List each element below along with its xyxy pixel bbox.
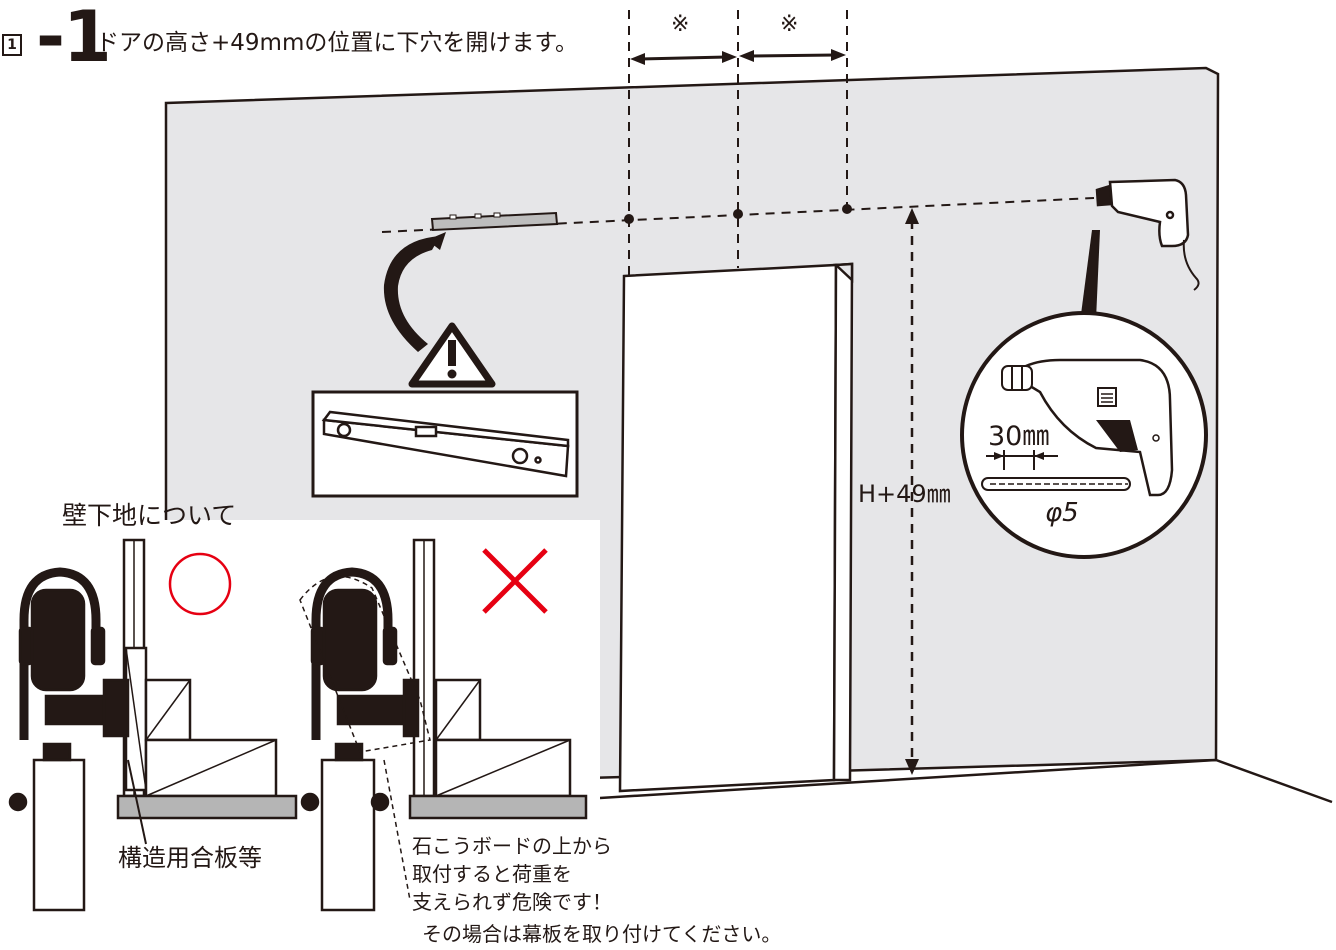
door [618, 262, 854, 793]
curved-arrow-head [427, 232, 446, 250]
step-number: -1 [36, 0, 112, 78]
hanger-wheel-icon [8, 567, 130, 912]
bad-case [299, 538, 588, 912]
floor-line [599, 758, 1333, 804]
plywood-label: 構造用合板等 [118, 844, 262, 872]
drill-bit-icon [981, 477, 1131, 491]
step-instruction: ドアの高さ+49mmの位置に下穴を開けます。 [96, 30, 579, 56]
drill-diameter-label: φ5 [1045, 498, 1079, 528]
warning-line-2: 取付すると荷重を [412, 862, 572, 886]
spirit-level-icon [321, 410, 570, 478]
guide-lines [628, 10, 848, 278]
good-case [8, 538, 298, 912]
spacing-mark-left: ※ [671, 12, 690, 37]
drill-detail [960, 311, 1208, 559]
warning-line-1: 石こうボードの上から [412, 834, 612, 858]
mitigation-note: その場合は幕板を取り付けてください。 [422, 922, 782, 946]
good-mark [168, 552, 232, 616]
hole-marks [624, 204, 852, 224]
drill-icon [1095, 178, 1200, 291]
height-label: H+49㎜ [858, 480, 951, 508]
step-box: 1 [2, 34, 22, 56]
rail [430, 211, 559, 232]
curved-arrow [383, 236, 440, 352]
warning-icon [408, 322, 496, 388]
spacing-mark-right: ※ [780, 12, 799, 37]
drill-depth-label: 30㎜ [988, 421, 1050, 452]
bad-mark [482, 548, 548, 614]
step-box-number: 1 [7, 37, 17, 53]
warning-line-3: 支えられず危険です！ [412, 890, 612, 914]
detail-pointer [1080, 230, 1100, 322]
height-dimension [905, 208, 919, 775]
plywood-pointer [127, 759, 147, 845]
subsection-title: 壁下地について [62, 501, 237, 530]
spacing-arrows [630, 49, 846, 65]
